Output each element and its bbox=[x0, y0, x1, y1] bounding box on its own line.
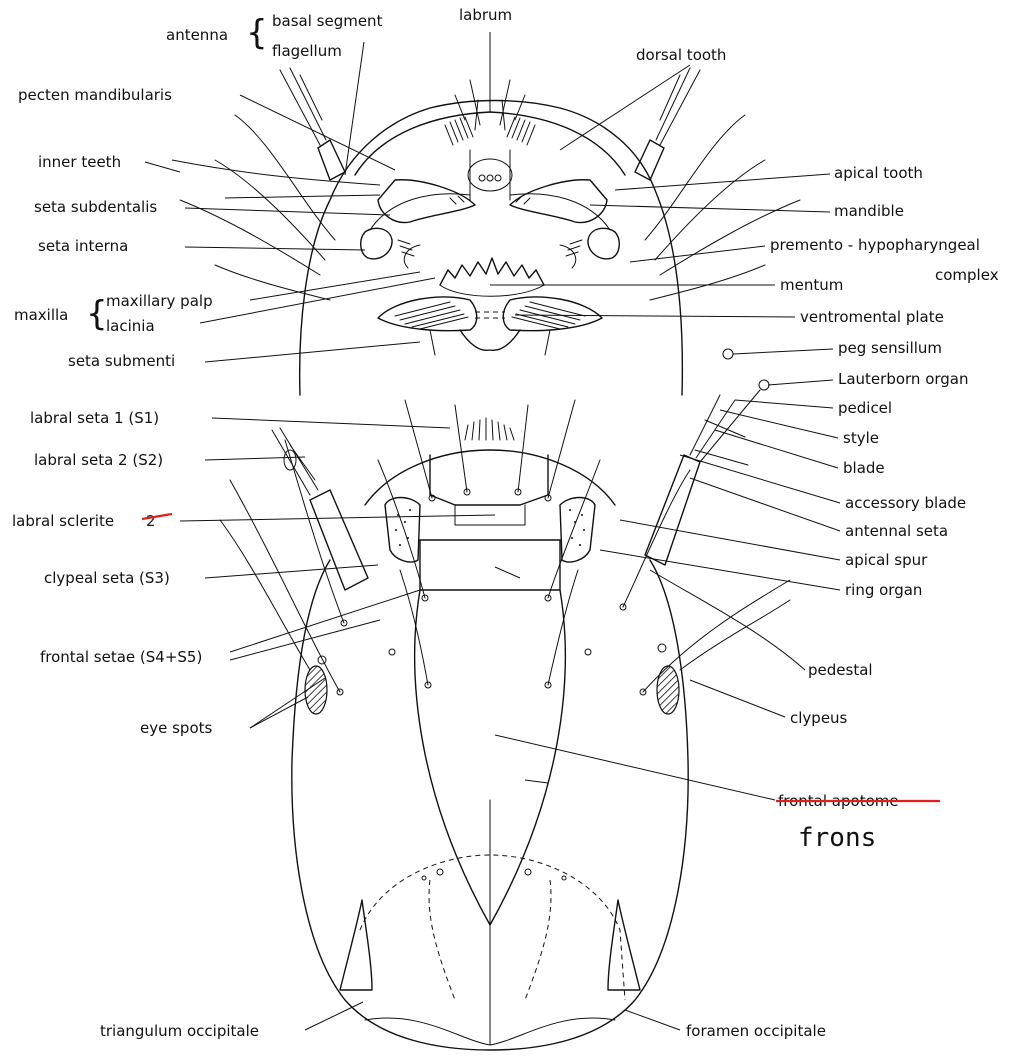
ventral-setae bbox=[180, 115, 800, 300]
label-antenna: antenna bbox=[166, 26, 228, 44]
dorsal-antenna-left bbox=[272, 428, 368, 590]
label-dorsal-tooth: dorsal tooth bbox=[636, 46, 726, 64]
label-pedestal: pedestal bbox=[808, 661, 873, 679]
label-flagellum: flagellum bbox=[272, 42, 342, 60]
label-frons: frons bbox=[798, 823, 876, 853]
label-lacinia: lacinia bbox=[106, 317, 155, 335]
label-triangulum-occipitale: triangulum occipitale bbox=[100, 1022, 259, 1040]
label-peg-sensillum: peg sensillum bbox=[838, 339, 942, 357]
label-apical-tooth: apical tooth bbox=[834, 164, 923, 182]
ventromental-plates bbox=[378, 297, 602, 355]
label-pecten-mandibularis: pecten mandibularis bbox=[18, 86, 172, 104]
label-labral-sclerite-struck: 2 bbox=[146, 512, 156, 530]
label-clypeal-seta: clypeal seta (S3) bbox=[44, 569, 170, 587]
labral-combs bbox=[445, 117, 535, 145]
label-basal-segment: basal segment bbox=[272, 12, 383, 30]
label-clypeus: clypeus bbox=[790, 709, 848, 727]
label-labral-seta-2: labral seta 2 (S2) bbox=[34, 451, 163, 469]
label-seta-submenti: seta submenti bbox=[68, 352, 175, 370]
label-ring-organ: ring organ bbox=[845, 581, 922, 599]
label-mentum: mentum bbox=[780, 276, 843, 294]
brace-maxilla: { bbox=[86, 294, 108, 334]
label-inner-teeth: inner teeth bbox=[38, 153, 121, 171]
label-ventromental-plate: ventromental plate bbox=[800, 308, 944, 326]
label-antennal-seta: antennal seta bbox=[845, 522, 948, 540]
label-labrum: labrum bbox=[459, 6, 512, 24]
labels: antenna { basal segment flagellum labrum… bbox=[12, 6, 999, 1040]
eye-spot-left bbox=[305, 666, 327, 714]
mentum bbox=[440, 258, 544, 296]
label-lauterborn-organ: Lauterborn organ bbox=[838, 370, 969, 388]
label-complex: complex bbox=[935, 266, 999, 284]
dorsal-setae bbox=[220, 400, 790, 692]
label-eye-spots: eye spots bbox=[140, 719, 212, 737]
label-style: style bbox=[843, 429, 879, 447]
label-frontal-setae: frontal setae (S4+S5) bbox=[40, 648, 202, 666]
label-labral-sclerite: labral sclerite bbox=[12, 512, 114, 530]
ventral-head-drawing bbox=[180, 60, 800, 395]
label-accessory-blade: accessory blade bbox=[845, 494, 966, 512]
brace-antenna: { bbox=[246, 13, 268, 53]
label-mandible: mandible bbox=[834, 202, 904, 220]
label-foramen-occipitale: foramen occipitale bbox=[686, 1022, 826, 1040]
dorsal-antenna-right bbox=[645, 349, 769, 565]
label-seta-interna: seta interna bbox=[38, 237, 128, 255]
label-maxillary-palp: maxillary palp bbox=[106, 292, 213, 310]
label-apical-spur: apical spur bbox=[845, 551, 928, 569]
label-labral-seta-1: labral seta 1 (S1) bbox=[30, 409, 159, 427]
seta-sockets bbox=[318, 489, 666, 880]
label-premento-hypopharyngeal: premento - hypopharyngeal bbox=[770, 236, 980, 254]
label-seta-subdentalis: seta subdentalis bbox=[34, 198, 157, 216]
label-pedicel: pedicel bbox=[838, 399, 892, 417]
label-maxilla: maxilla bbox=[14, 306, 68, 324]
label-blade: blade bbox=[843, 459, 885, 477]
dorsal-head-drawing bbox=[220, 349, 790, 1050]
eye-spot-right bbox=[657, 666, 679, 714]
leader-lines bbox=[145, 32, 840, 1030]
